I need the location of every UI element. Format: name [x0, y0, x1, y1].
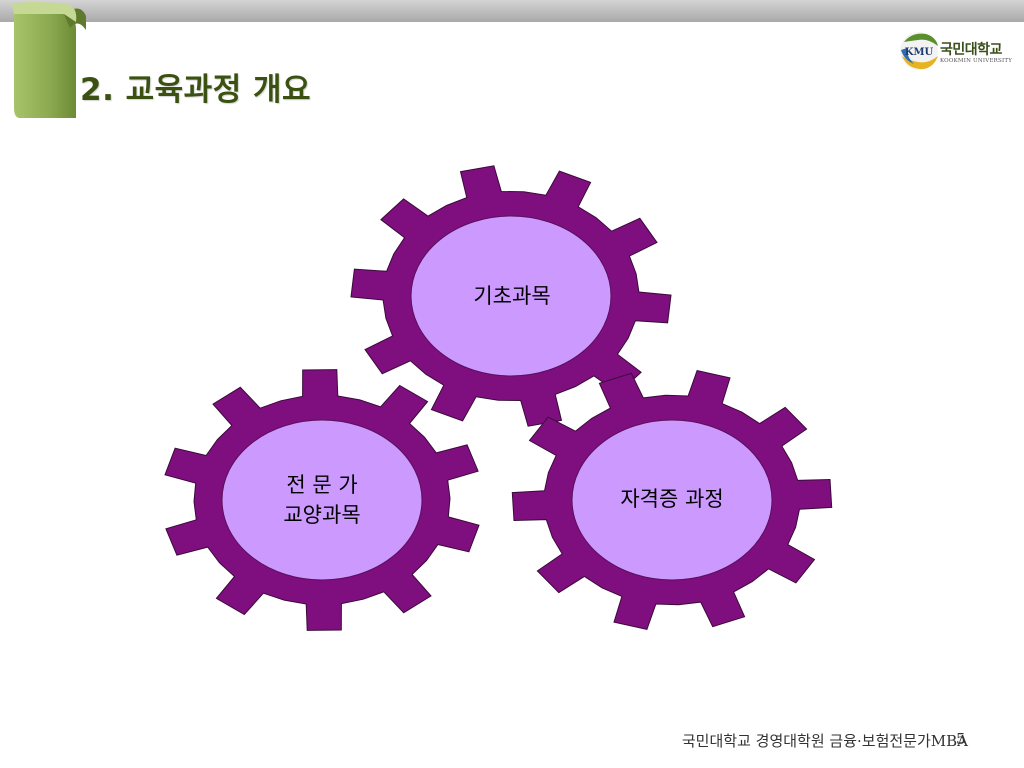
university-name-korean: 국민대학교 — [940, 42, 1002, 58]
gear-label-line: 교양과목 — [283, 503, 361, 527]
gear-label-line: 자격증 과정 — [620, 487, 724, 511]
top-band — [0, 0, 1024, 22]
university-logo: KMU 국민대학교 KOOKMIN UNIVERSITY — [898, 30, 1018, 76]
slide-title: 2. 교육과정 개요 — [80, 72, 312, 108]
gear-label-basic-courses: 기초과목 — [440, 281, 584, 311]
gear-liberal-arts — [164, 369, 480, 631]
svg-text:KMU: KMU — [905, 47, 934, 58]
kmu-emblem-icon: KMU — [900, 32, 938, 70]
page-number: 5 — [956, 730, 966, 748]
gear-label-line: 전 문 가 — [286, 473, 358, 497]
gear-basic-courses — [350, 165, 672, 427]
gear-certificate — [511, 370, 833, 630]
footer-text: 국민대학교 경영대학원 금융·보험전문가MBA — [681, 732, 968, 750]
gear-label-certificate: 자격증 과정 — [592, 484, 752, 514]
university-name-english: KOOKMIN UNIVERSITY — [940, 58, 1013, 64]
gear-hub — [221, 419, 423, 581]
gear-hub — [571, 419, 773, 581]
tab-ribbon-decoration — [12, 2, 86, 118]
gear-hub — [410, 215, 612, 377]
gear-label-line: 기초과목 — [473, 284, 551, 308]
gear-label-liberal-arts: 전 문 가 교양과목 — [250, 470, 394, 530]
